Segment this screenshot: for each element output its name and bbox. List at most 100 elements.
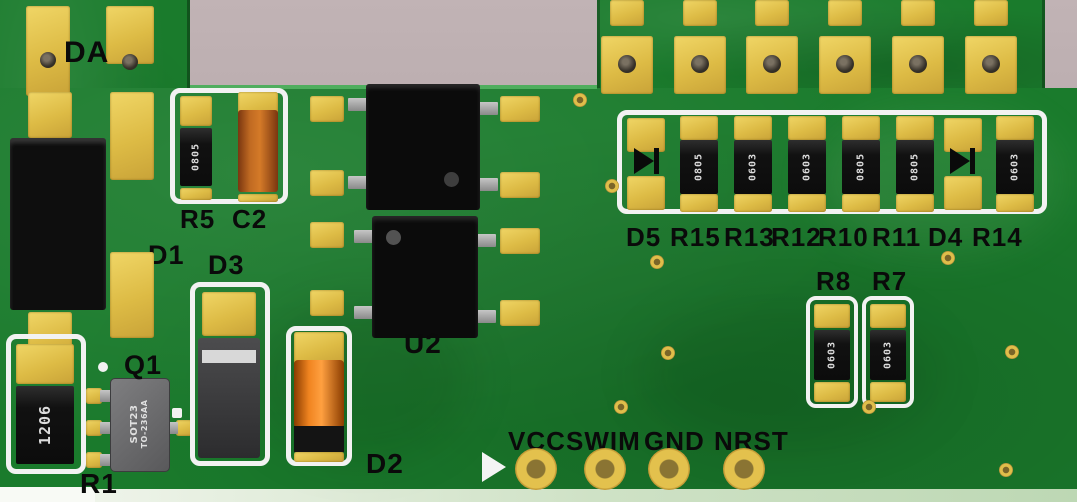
resistor-R12-body: 0603: [788, 140, 826, 194]
board-bottom-edge: [0, 489, 1077, 502]
edge-connector-tab: [901, 0, 935, 26]
edge-connector-tab: [610, 0, 644, 26]
label-R15: R15: [670, 222, 721, 252]
through-hole-pad-swim: [584, 448, 626, 490]
solder-pad: [176, 420, 192, 436]
transistor-lead: [100, 454, 112, 466]
solder-pad: [944, 118, 982, 152]
edge-connector-tab: [828, 0, 862, 26]
via: [573, 93, 587, 107]
via: [999, 463, 1013, 477]
diode-D1-body: [10, 138, 106, 310]
capacitor-C2-body: [238, 110, 278, 192]
solder-pad: [734, 116, 772, 140]
solder-pad: [16, 344, 74, 384]
solder-pad: [86, 388, 102, 404]
solder-pad: [842, 116, 880, 140]
solder-pad: [110, 252, 154, 338]
silkscreen-outline-R8: [806, 296, 858, 408]
through-hole-pad-vcc: [515, 448, 557, 490]
label-R14: R14: [972, 222, 1023, 252]
ic-lead: [354, 230, 374, 243]
label-U2: U2: [404, 328, 442, 359]
label-C2: C2: [232, 204, 268, 234]
resistor-R11-body: 0805: [896, 140, 934, 194]
label-D4: D4: [928, 222, 964, 252]
via: [650, 255, 664, 269]
drill-hole: [836, 55, 854, 73]
label-R12: R12: [771, 222, 822, 252]
silkscreen-outline-D2: [286, 326, 352, 466]
solder-pad: [86, 452, 102, 468]
solder-pad: [680, 194, 718, 212]
solder-pad: [788, 116, 826, 140]
ic-U2-body-top: [366, 84, 480, 210]
diode-D2-body: [294, 360, 344, 428]
solder-pad: [814, 304, 850, 328]
board-edge: [1042, 0, 1045, 88]
label-R10: R10: [818, 222, 869, 252]
via: [661, 346, 675, 360]
solder-pad: [842, 194, 880, 212]
solder-pad: [734, 194, 772, 212]
board-edge: [597, 0, 600, 88]
resistor-R14-body: 0603: [996, 140, 1034, 194]
solder-pad: [627, 118, 665, 152]
solder-pad: [310, 170, 344, 196]
ic-lead: [476, 310, 496, 323]
q1-standard-text: TO-236AA: [140, 399, 149, 449]
transistor-Q1-marking: SOT23 TO-236AA: [119, 379, 159, 469]
resistor-R7-body: 0603: [870, 330, 906, 380]
resistor-R13-body: 0603: [734, 140, 772, 194]
via: [862, 400, 876, 414]
solder-pad: [870, 304, 906, 328]
through-hole-pad-nrst: [723, 448, 765, 490]
transistor-lead: [100, 422, 112, 434]
silkscreen-outline-R5C2: [170, 88, 288, 204]
resistor-R14-marking: 0603: [1009, 152, 1021, 182]
label-D5: D5: [626, 222, 662, 252]
drill-hole: [122, 54, 138, 70]
arrow-marker-icon: [482, 452, 506, 482]
silkscreen-outline-bank: [617, 110, 1047, 214]
silkscreen-outline-R1: [6, 334, 86, 474]
resistor-R15-marking: 0805: [693, 152, 705, 182]
diode-symbol-D4: [950, 148, 976, 174]
diode-D2-band: [294, 426, 344, 452]
resistor-R1-body: 1206: [16, 386, 74, 464]
ic-lead: [354, 306, 374, 319]
via: [941, 251, 955, 265]
solder-pad: [996, 194, 1034, 212]
ic-pin1-dot: [444, 172, 459, 187]
solder-pad: [294, 332, 344, 364]
drill-hole: [691, 55, 709, 73]
solder-pad: [896, 194, 934, 212]
ic-lead: [348, 176, 368, 189]
solder-pad: [294, 452, 344, 462]
label-R1: R1: [80, 468, 118, 499]
solder-pad: [814, 382, 850, 402]
resistor-R8-body: 0603: [814, 330, 850, 380]
resistor-R11-marking: 0805: [909, 152, 921, 182]
via: [614, 400, 628, 414]
drill-hole: [40, 52, 56, 68]
silkscreen-dot: [98, 362, 108, 372]
solder-pad: [310, 222, 344, 248]
label-R13: R13: [724, 222, 775, 252]
edge-connector-tab: [683, 0, 717, 26]
via: [1005, 345, 1019, 359]
solder-pad: [944, 176, 982, 210]
solder-pad: [788, 194, 826, 212]
resistor-R7-marking: 0603: [882, 340, 894, 370]
board-bottom-edge: [0, 487, 95, 502]
label-R7: R7: [872, 266, 908, 296]
resistor-R5-body: 0805: [180, 128, 212, 186]
resistor-R15-body: 0805: [680, 140, 718, 194]
ic-lead: [476, 234, 496, 247]
resistor-R5-marking: 0805: [190, 142, 202, 172]
label-Q1: Q1: [124, 350, 163, 380]
board-edge: [187, 0, 190, 88]
diode-D3-cathode-band: [202, 350, 256, 363]
transistor-Q1-body: [110, 378, 170, 472]
solder-pad: [870, 382, 906, 402]
